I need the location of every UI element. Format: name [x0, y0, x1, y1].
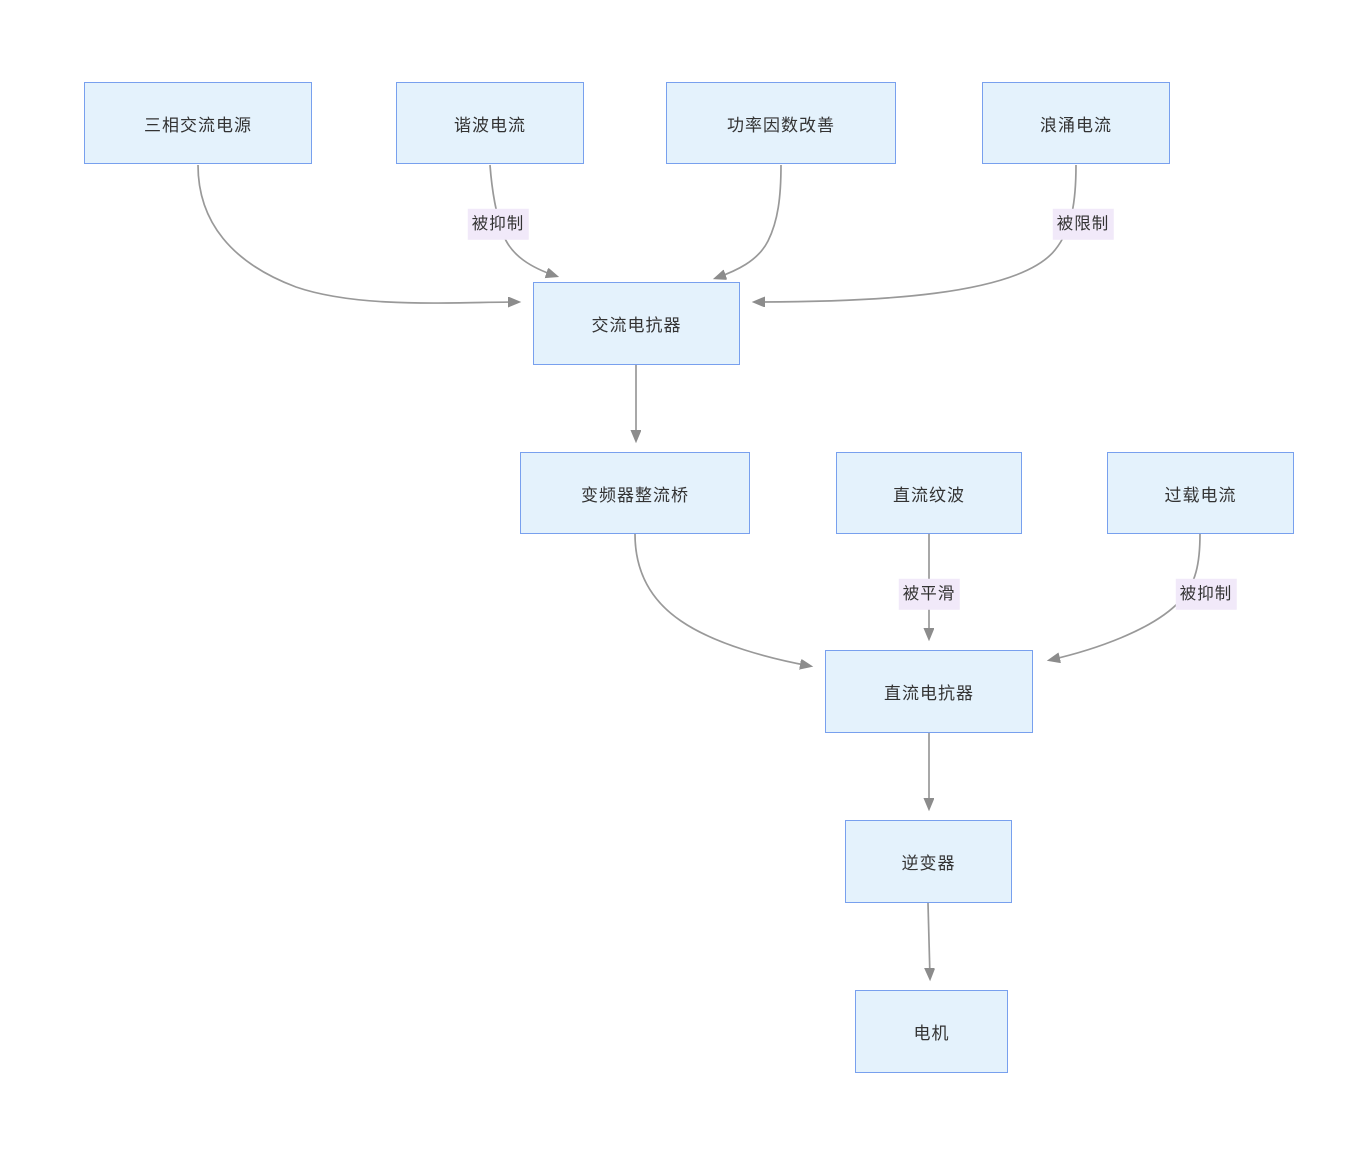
node-dc-ripple: 直流纹波 — [836, 452, 1022, 534]
node-label: 三相交流电源 — [144, 115, 252, 136]
node-label: 过载电流 — [1164, 485, 1237, 506]
node-inverter: 逆变器 — [845, 820, 1012, 903]
node-harmonic-current: 谐波电流 — [396, 82, 584, 164]
node-three-phase-ac-source: 三相交流电源 — [84, 82, 312, 164]
node-motor: 电机 — [855, 990, 1008, 1073]
node-label: 逆变器 — [901, 854, 956, 874]
node-label: 功率因数改善 — [727, 115, 835, 136]
node-label: 谐波电流 — [454, 115, 526, 136]
node-label: 直流纹波 — [893, 485, 965, 506]
edge-inverter-to-motor — [928, 902, 930, 978]
node-label: 直流电抗器 — [884, 684, 974, 704]
edge-label-ripple-smoothed: 被平滑 — [898, 578, 960, 610]
edge-source-to-ac-reactor — [197, 164, 518, 303]
node-label: 变频器整流桥 — [581, 485, 689, 506]
node-surge-current: 浪涌电流 — [982, 82, 1170, 164]
edge-overload-to-dc-reactor — [1050, 533, 1201, 660]
node-overload-current: 过载电流 — [1107, 452, 1294, 534]
node-label: 电机 — [913, 1024, 950, 1044]
edge-surge-to-ac-reactor — [755, 164, 1077, 302]
node-power-factor-improve: 功率因数改善 — [666, 82, 896, 164]
node-dc-reactor: 直流电抗器 — [825, 650, 1033, 733]
node-vfd-rectifier-bridge: 变频器整流桥 — [520, 452, 750, 534]
node-label: 浪涌电流 — [1040, 115, 1112, 136]
edge-rectifier-to-dc-reactor — [634, 533, 810, 666]
edge-label-harmonic-suppressed: 被抑制 — [467, 208, 529, 240]
edge-powerfactor-to-ac-reactor — [716, 164, 782, 278]
node-ac-reactor: 交流电抗器 — [533, 282, 740, 365]
node-label: 交流电抗器 — [591, 316, 682, 336]
edge-label-overload-suppressed: 被抑制 — [1175, 578, 1237, 610]
edge-label-surge-limited: 被限制 — [1052, 208, 1114, 240]
